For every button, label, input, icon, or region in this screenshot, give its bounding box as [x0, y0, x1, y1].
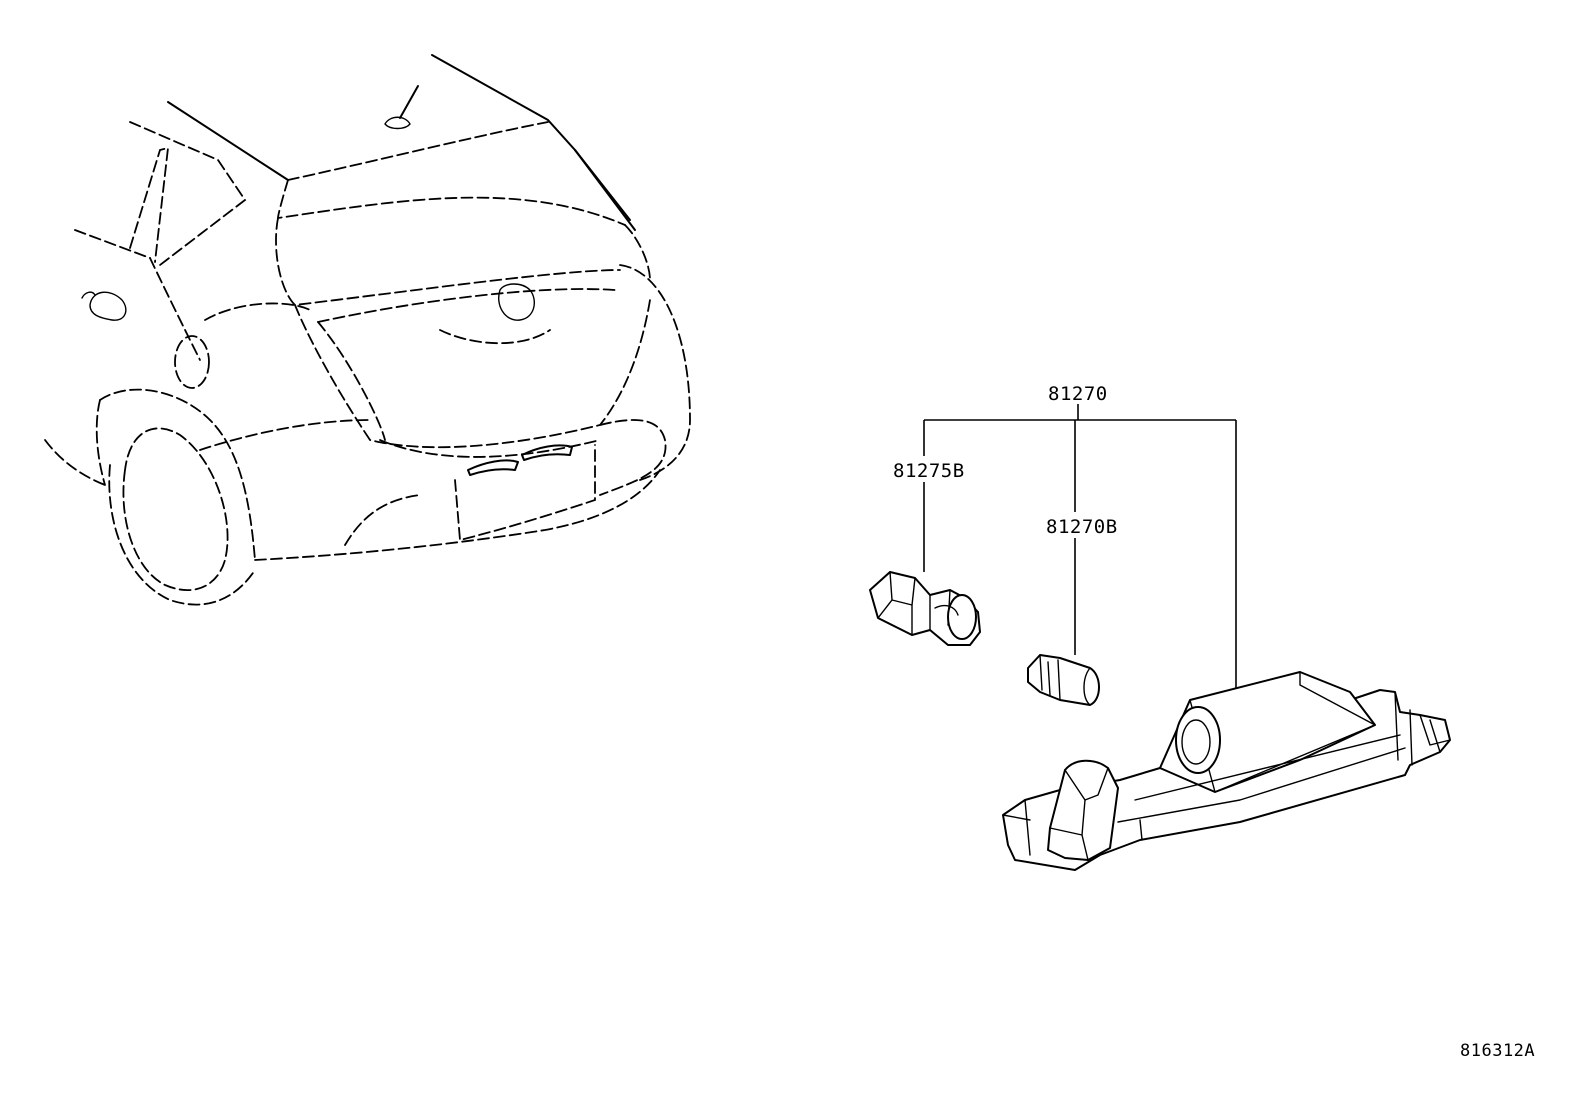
label-bulb: 81270B — [1046, 516, 1118, 538]
socket-part — [869, 571, 981, 646]
lamp-assembly-part — [1002, 671, 1451, 871]
diagram-code: 816312A — [1460, 1041, 1535, 1061]
leader-lines — [923, 404, 1237, 688]
label-assembly: 81270 — [1048, 383, 1108, 405]
label-socket: 81275B — [893, 460, 965, 482]
vehicle-illustration — [44, 54, 691, 606]
bulb-part — [1027, 654, 1100, 706]
